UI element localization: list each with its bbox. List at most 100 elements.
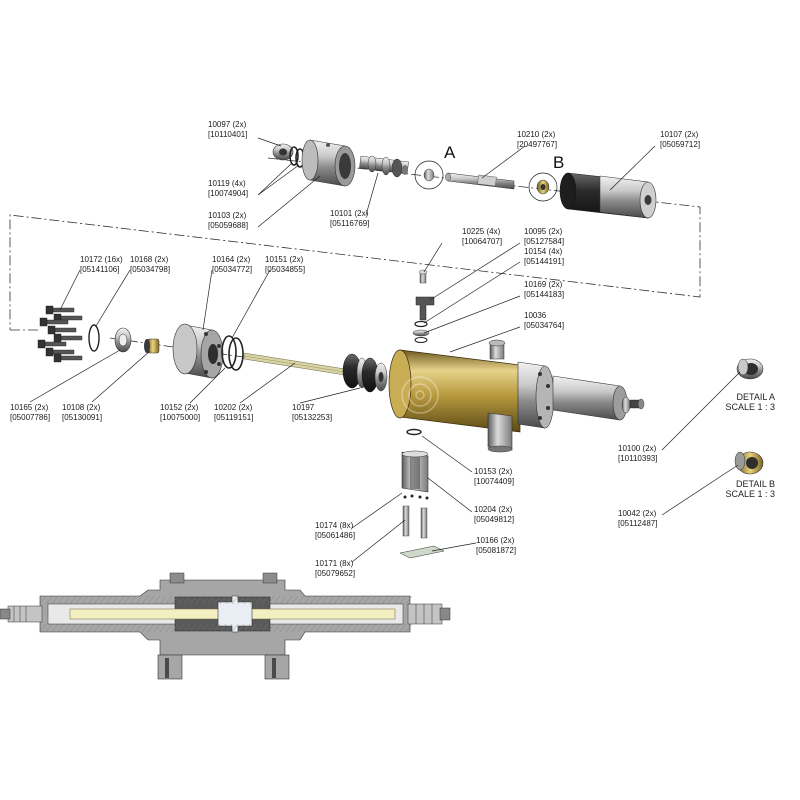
hatch-line — [87, 595, 95, 605]
label-10100-line: [10110393] — [618, 454, 657, 463]
hatch-line — [363, 623, 371, 633]
hatch-line — [177, 623, 185, 633]
label-10119-line: 10119 (4x) — [208, 179, 246, 188]
hatch-line — [255, 623, 263, 633]
detail-a-caption-line: SCALE 1 : 3 — [725, 402, 775, 412]
hatch-line — [399, 595, 407, 605]
detail-b-caption-line: DETAIL B — [736, 479, 775, 489]
hatch-line — [363, 595, 371, 605]
label-10166-line: 10166 (2x) — [476, 536, 515, 545]
hatch-line — [309, 595, 317, 605]
hatch-line — [129, 623, 137, 633]
detail-a-callout: A — [414, 143, 456, 190]
hatch-line — [327, 623, 335, 633]
bolt — [37, 339, 67, 349]
label-10171: 10171 (8x)[05079652] — [315, 559, 355, 578]
hatch-line — [219, 595, 227, 605]
label-10197: 10197[05132253] — [292, 403, 332, 422]
main-body-10036 — [388, 269, 645, 453]
hatch-line — [123, 595, 131, 605]
part-10154 — [414, 320, 428, 328]
hatch-line — [183, 595, 191, 605]
hatch-line — [387, 595, 395, 605]
bolt — [47, 325, 77, 335]
hatch-line — [105, 623, 113, 633]
hatch-line — [321, 595, 329, 605]
hatch-line — [147, 595, 155, 605]
hatch-line — [201, 623, 209, 633]
hatch-line — [99, 595, 107, 605]
part-10197 — [342, 353, 388, 393]
hatch-line — [213, 623, 221, 633]
detail-a-view — [736, 358, 764, 380]
label-10101-line: 10101 (2x) — [330, 209, 369, 218]
hatch-line — [75, 595, 83, 605]
label-10174-line: 10174 (8x) — [315, 521, 354, 530]
hatch-line — [117, 623, 125, 633]
hatch-line — [243, 595, 251, 605]
hatch-line — [165, 623, 173, 633]
hatch-line — [369, 595, 377, 605]
detail-b-caption-line: SCALE 1 : 3 — [725, 489, 775, 499]
label-10042-line: 10042 (2x) — [618, 509, 657, 518]
part-10174 — [403, 494, 429, 500]
detail-a-marker: A — [444, 143, 456, 162]
label-10108-line: [05130091] — [62, 413, 102, 422]
bolt — [45, 305, 75, 315]
hatch-line — [39, 595, 47, 605]
hatch-line — [189, 595, 197, 605]
label-10108: 10108 (2x)[05130091] — [62, 403, 102, 422]
label-10154-line: [05144191] — [524, 257, 564, 266]
hatch-line — [261, 623, 269, 633]
hatch-line — [237, 595, 245, 605]
hatch-line — [195, 623, 203, 633]
label-10097: 10097 (2x)[10110401] — [208, 120, 247, 139]
label-10101: 10101 (2x)[05116769] — [330, 209, 369, 228]
hatch-line — [189, 623, 197, 633]
hatch-line — [81, 623, 89, 633]
hatch-line — [357, 595, 365, 605]
hatch-line — [243, 623, 251, 633]
label-10166-line: [05081872] — [476, 546, 516, 555]
label-10042: 10042 (2x)[05112487] — [618, 509, 657, 528]
label-10164-line: 10164 (2x) — [212, 255, 251, 264]
hatch-line — [45, 623, 53, 633]
label-10153: 10153 (2x)[10074409] — [474, 467, 514, 486]
hatch-line — [219, 623, 227, 633]
part-10107 — [559, 172, 657, 219]
hatch-line — [63, 623, 71, 633]
hatch-line — [213, 595, 221, 605]
label-10100-line: 10100 (2x) — [618, 444, 657, 453]
hatch-line — [201, 595, 209, 605]
hatch-line — [267, 595, 275, 605]
hatch-line — [291, 595, 299, 605]
label-10166: 10166 (2x)[05081872] — [476, 536, 516, 555]
bolt — [39, 317, 69, 327]
hatch-line — [333, 623, 341, 633]
hatch-line — [177, 595, 185, 605]
bolt — [53, 353, 83, 363]
hatch-line — [159, 623, 167, 633]
detail-b-marker: B — [553, 153, 564, 172]
hatch-line — [231, 623, 239, 633]
label-10174-line: [05061486] — [315, 531, 355, 540]
hatch-line — [111, 595, 119, 605]
part-10225 — [418, 269, 428, 284]
label-10151: 10151 (2x)[05034855] — [265, 255, 305, 274]
hatch-line — [345, 595, 353, 605]
label-10172-line: 10172 (16x) — [80, 255, 123, 264]
hatch-line — [123, 623, 131, 633]
part-10172-bolts — [37, 305, 83, 363]
watermark-swirl-icon — [401, 376, 439, 414]
hatch-line — [81, 595, 89, 605]
label-10165-line: [05007786] — [10, 413, 50, 422]
label-10097-line: 10097 (2x) — [208, 120, 247, 129]
bolt — [45, 347, 75, 357]
hatch-line — [135, 595, 143, 605]
label-10153-line: [10074409] — [474, 477, 514, 486]
label-10153-line: 10153 (2x) — [474, 467, 513, 476]
part-10168 — [88, 324, 100, 352]
hatch-line — [285, 595, 293, 605]
